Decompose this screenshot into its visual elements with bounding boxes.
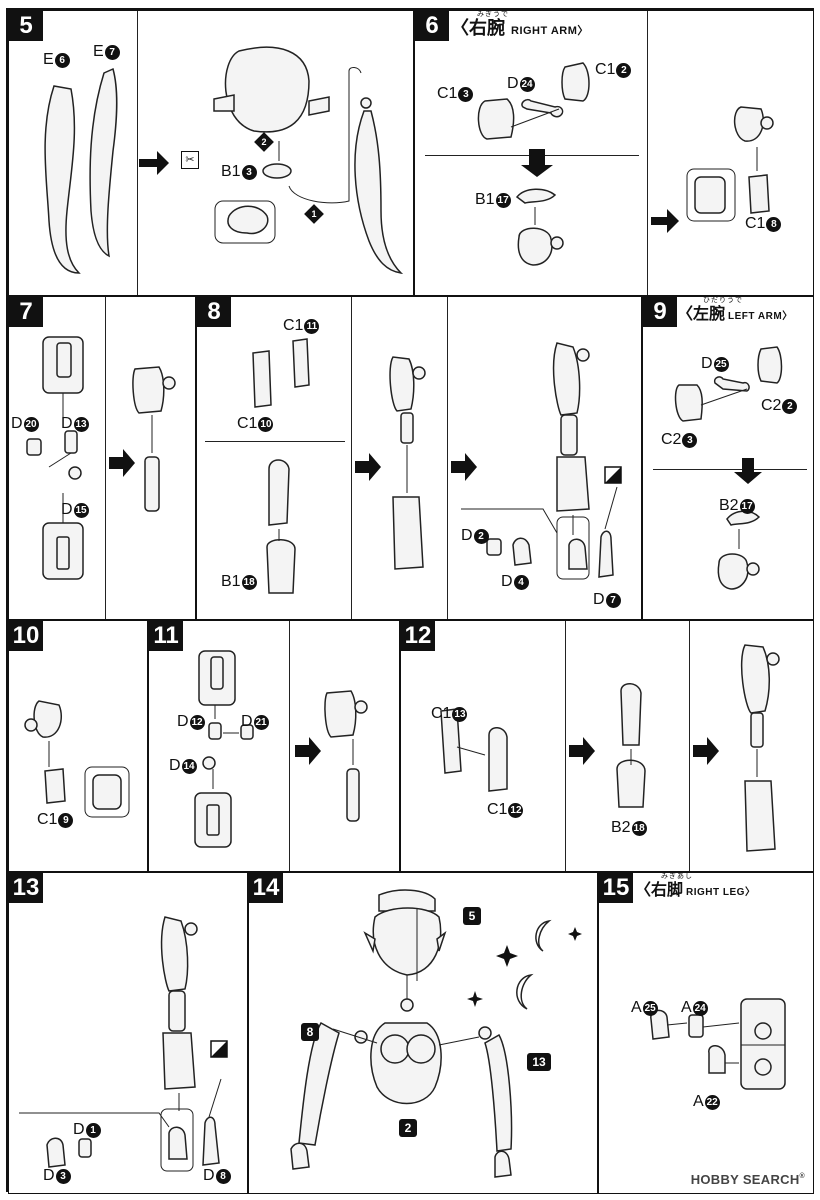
divider [565,621,566,871]
step-14-panel: 14 [248,872,598,1194]
divider [351,297,352,619]
divider [205,441,345,442]
divider [289,621,290,871]
step-number: 14 [249,873,283,903]
step-reference-8: 8 [301,1023,319,1041]
step-number: 9 [643,297,677,327]
step-number: 5 [9,11,43,41]
right-arm-parts-drawing [477,62,774,266]
forearm-parts-drawing [26,336,176,580]
arm-assembly-drawing [252,338,622,594]
step-number: 11 [149,621,183,651]
section-heading-right-leg: みぎあし 〈右脚 RIGHT LEG〉 [635,873,756,899]
step-number: 7 [9,297,43,327]
step-reference-13: 13 [527,1053,551,1071]
section-heading-right-arm: みぎうで 〈右腕 RIGHT ARM〉 [451,11,589,38]
divider [689,621,690,871]
order-marker-2: 2 [254,132,274,152]
hair-parts-drawing [44,46,404,275]
step-6-panel: 6 みぎうで 〈右腕 RIGHT ARM〉 [414,10,814,296]
step-reference-2: 2 [399,1119,417,1137]
left-arm-assembly-drawing [440,644,780,852]
step-11-panel: 11 D [148,620,400,872]
section-heading-left-arm: ひだりうで 〈左腕 LEFT ARM〉 [677,297,793,323]
body-assembly-drawing [290,889,582,1178]
forearm-left-drawing [194,650,368,848]
moon-icon [516,919,552,1010]
right-leg-parts-drawing [650,998,786,1090]
hobby-search-watermark: HOBBY SEARCH® [690,1172,805,1187]
step-number: 10 [9,621,43,651]
order-marker-1: 1 [304,204,324,224]
divider [447,297,448,619]
divider [137,11,138,295]
divider [647,11,648,295]
star-icon [467,927,582,1007]
step-number: 15 [599,873,633,903]
step-number: 12 [401,621,435,651]
upper-arm-drawing [24,700,130,818]
divider [105,297,106,619]
step-8-panel: 8 [196,296,642,620]
divider [653,469,807,470]
step-reference-5: 5 [463,907,481,925]
left-arm-parts-drawing [674,346,783,590]
step-number: 8 [197,297,231,327]
cut-icon: ✂ [181,151,199,169]
step-number: 6 [415,11,449,41]
left-arm-hands-drawing [19,916,228,1172]
step-number: 13 [9,873,43,903]
